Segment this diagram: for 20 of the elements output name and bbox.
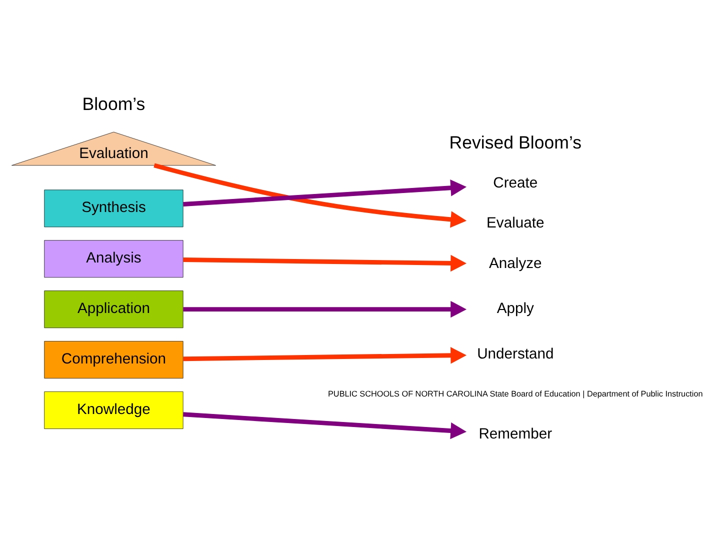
node-box: Comprehension bbox=[44, 341, 184, 378]
node-text: Create bbox=[493, 176, 538, 192]
label: PUBLIC SCHOOLS OF NORTH CAROLINA State Board of Education | Department of Public Instruction bbox=[328, 390, 703, 399]
node-box: Application bbox=[44, 290, 184, 328]
arrow bbox=[183, 254, 467, 272]
arrow bbox=[183, 300, 467, 318]
label: Revised Bloom’s bbox=[449, 132, 582, 152]
node-text: Remember bbox=[478, 426, 552, 442]
node-text: Understand bbox=[477, 346, 554, 362]
arrow bbox=[183, 412, 467, 440]
arrow bbox=[154, 163, 467, 228]
node-box: Knowledge bbox=[44, 391, 184, 429]
node-box: Analysis bbox=[44, 240, 184, 278]
node-box: Synthesis bbox=[44, 190, 184, 228]
arrow bbox=[183, 180, 467, 206]
label: Bloom’s bbox=[82, 94, 146, 114]
arrow bbox=[183, 347, 467, 364]
node-text: Evaluate bbox=[486, 216, 544, 232]
node-text: Analyze bbox=[489, 256, 542, 272]
node-text: Apply bbox=[496, 301, 534, 318]
